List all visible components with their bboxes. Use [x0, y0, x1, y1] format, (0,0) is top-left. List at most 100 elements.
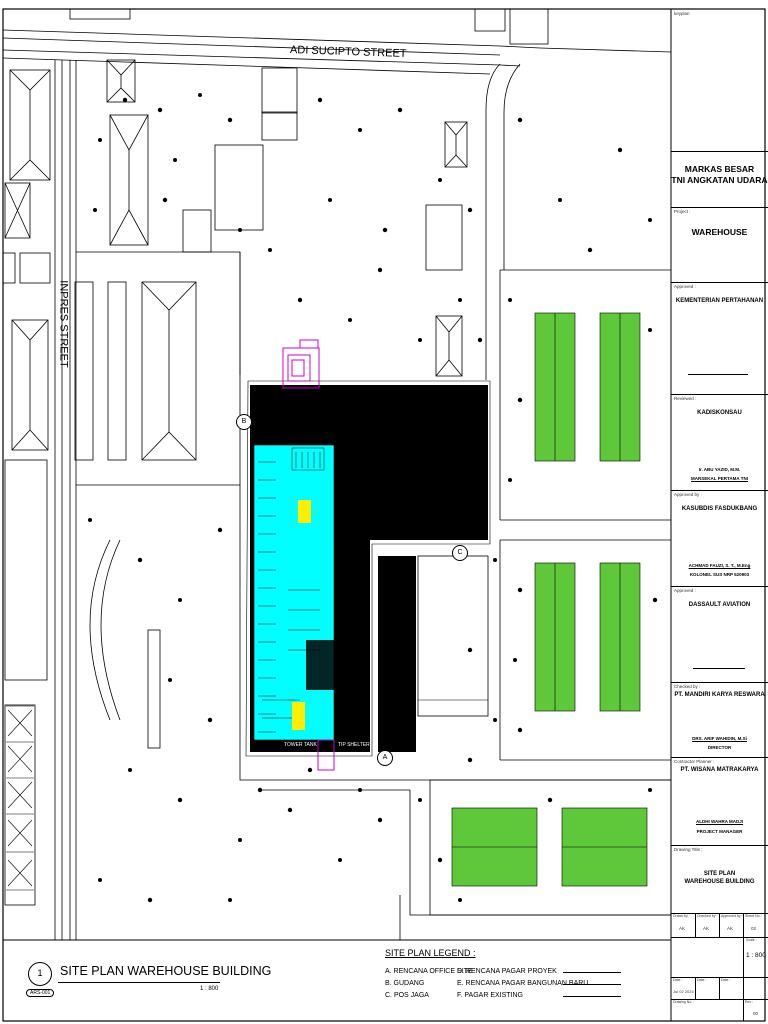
legend-item-a: A. RENCANA OFFICE SITE — [385, 968, 473, 975]
marker-c-label: C — [457, 549, 463, 556]
designer-org: DASSAULT AVIATION — [688, 602, 751, 608]
contractor-org: PT. WISANA MATRAKARYA — [680, 767, 759, 773]
project-name: WAREHOUSE — [691, 227, 748, 237]
central-compound — [74, 59, 298, 749]
drawing-no-cell: Drawing No. : — [671, 999, 744, 1021]
sheet-border — [2, 8, 766, 1022]
contractor-person: ALDHI WAHRA MADJI — [695, 819, 744, 824]
date3-cell: Date : — [719, 977, 744, 999]
approved-by-cell: Approved by : AK — [719, 913, 744, 937]
warehouse-building — [253, 444, 335, 741]
west-buildings — [2, 69, 51, 906]
sheet-no-value: 02 — [751, 926, 757, 931]
meta-row-2: Scale : 1 : 800 — [671, 937, 768, 978]
site-boundaries — [239, 121, 672, 940]
checked-label: Checked by : — [674, 684, 701, 689]
drawn-by-label: Drawn by : — [673, 914, 690, 918]
owner-line-1: MARKAS BESAR — [684, 164, 755, 174]
date2-label: Date : — [697, 978, 707, 982]
approved-by-value: AK — [727, 926, 734, 931]
title-block: keyplan MARKAS BESAR TNI ANGKATAN UDARA … — [671, 9, 768, 1021]
view-title-underline — [58, 982, 220, 983]
meta-grid: Drawn by : AK Checked by : AK Approved b… — [671, 913, 768, 1021]
checked-org: PT. MANDIRI KARYA RESWARA — [674, 692, 765, 698]
checked-by-cell: Checked by : AK — [695, 913, 720, 937]
contractor-role: PROJECT MANAGER — [696, 829, 743, 834]
keyplan-label: keyplan — [674, 11, 690, 16]
legend-item-c: C. POS JAGA — [385, 992, 429, 999]
approved-by-org: KASUBDIS FASDUKBANG — [681, 506, 758, 512]
trees — [88, 93, 658, 903]
rev-cell: Rev : 00 — [743, 999, 768, 1021]
sheet-no-label: Sheet No. : — [745, 914, 763, 918]
date-value: Jul 02 2024 — [673, 989, 694, 994]
sheet-no-cell: Sheet No. : 02 — [743, 913, 768, 937]
green-fields — [451, 312, 648, 887]
approved-box: Approved : KEMENTERIAN PERTAHANAN — [671, 282, 768, 395]
marker-b: B — [236, 414, 252, 430]
view-scale: 1 : 800 — [200, 986, 219, 992]
drawing-title-2: WAREHOUSE BUILDING — [684, 879, 755, 885]
drawn-by-value: AK — [679, 926, 686, 931]
owner-line-2: TNI ANGKATAN UDARA — [671, 175, 768, 185]
meta-row-3: Date : Jul 02 2024 Date : Date : — [671, 977, 768, 1000]
marker-a: A — [377, 750, 393, 766]
drawing-title-label: Drawing Title : — [674, 847, 703, 852]
scale-label: Scale : — [746, 938, 757, 942]
view-sheet-ref: ARS-001 — [26, 989, 55, 997]
checked-by-value: AK — [703, 926, 710, 931]
contractor-box: Contractor Planner : PT. WISANA MATRAKAR… — [671, 757, 768, 846]
approved-by-small-label: Approved by : — [721, 914, 743, 918]
date-cell: Date : Jul 02 2024 — [671, 977, 696, 999]
right-street — [485, 63, 521, 380]
drawn-by-cell: Drawn by : AK — [671, 913, 696, 937]
designer-label: Approved : — [674, 588, 696, 593]
legend-line-d — [563, 972, 621, 973]
designer-box: Approved : DASSAULT AVIATION — [671, 586, 768, 683]
reviewed-label: Reviewed : — [674, 396, 697, 401]
checked-role: DIRECTOR — [707, 745, 732, 750]
reviewed-org: KADISKONSAU — [697, 410, 742, 416]
view-title-block: 1 ARS-001 SITE PLAN WAREHOUSE BUILDING 1… — [20, 958, 271, 998]
highlight-block-1 — [298, 500, 311, 523]
meta-row-1: Drawn by : AK Checked by : AK Approved b… — [671, 913, 768, 938]
north-street — [2, 8, 672, 75]
reviewed-box: Reviewed : KADISKONSAU Ir. ABU YAZID, M.… — [671, 394, 768, 491]
contractor-label: Contractor Planner : — [674, 759, 715, 764]
rev-label: Rev : — [745, 1000, 754, 1004]
keyplan-box: keyplan — [671, 9, 768, 152]
legend-item-d: D. RENCANA PAGAR PROYEK — [457, 968, 557, 975]
date2-cell: Date : — [695, 977, 720, 999]
designer-signature-line — [693, 668, 745, 669]
date3-label: Date : — [721, 978, 731, 982]
tip-shelter-label: TIP SHELTER — [338, 742, 370, 748]
approved-org: KEMENTERIAN PERTAHANAN — [675, 298, 764, 304]
view-title: SITE PLAN WAREHOUSE BUILDING — [60, 964, 272, 978]
scale-cell: Scale : 1 : 800 — [743, 937, 768, 977]
highlight-block-2 — [292, 702, 305, 730]
legend-item-f: F. PAGAR EXISTING — [457, 992, 523, 999]
checked-by-small-label: Checked by : — [697, 914, 718, 918]
west-street — [54, 60, 77, 940]
scale-value: 1 : 800 — [746, 952, 766, 959]
view-number-bubble: 1 — [28, 962, 52, 986]
approved-by-box: Approved by : KASUBDIS FASDUKBANG ACHMAD… — [671, 490, 768, 587]
marker-b-label: B — [241, 418, 247, 425]
legend-item-b: B. GUDANG — [385, 980, 425, 987]
approved-signature-line — [688, 374, 748, 375]
drawing-no-label: Drawing No. : — [673, 1000, 695, 1004]
marker-a-label: A — [382, 754, 388, 761]
approved-label: Approved : — [674, 284, 696, 289]
rev-value: 00 — [753, 1011, 759, 1016]
marker-c: C — [452, 545, 468, 561]
legend-line-e — [563, 984, 621, 985]
drawing-title-box: Drawing Title : SITE PLAN WAREHOUSE BUIL… — [671, 845, 768, 914]
project-label: Project : — [674, 209, 691, 214]
approved-by-person: ACHMAD FAUZI, S. T., M.Eng — [688, 563, 751, 568]
approved-by-label: Approved by : — [674, 492, 702, 497]
drawing-title-1: SITE PLAN — [703, 871, 736, 877]
annex-building — [282, 339, 335, 771]
legend-line-f — [563, 996, 621, 997]
